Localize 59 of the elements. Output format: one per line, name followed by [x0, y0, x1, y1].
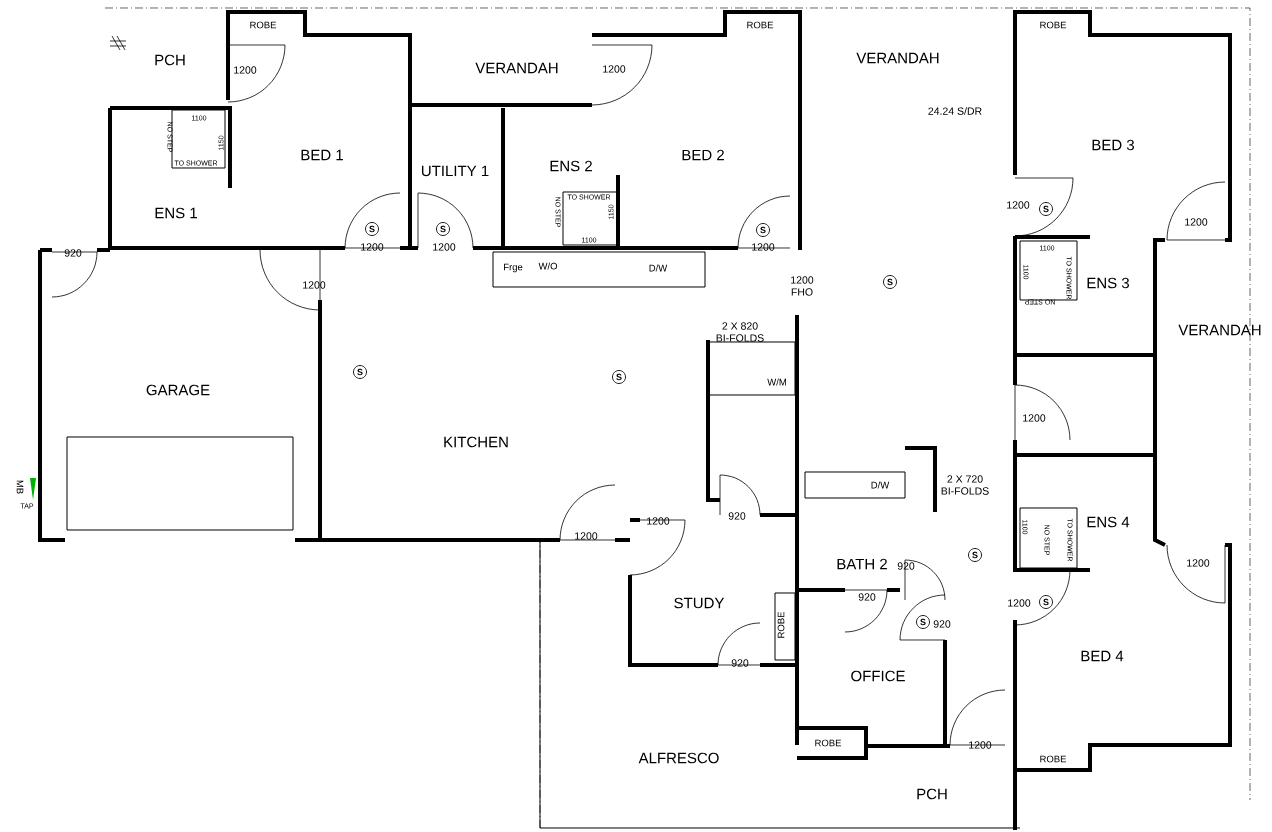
note-label: FHO	[791, 288, 813, 296]
door-width-label: 1200	[303, 281, 326, 289]
room-label: BED 2	[682, 149, 724, 161]
room-label: ROBE	[1040, 755, 1067, 763]
door-width-label: 1200	[1185, 218, 1208, 226]
door-width-label: 1200	[234, 66, 257, 74]
door-width-label: 24.24 S/DR	[928, 107, 982, 115]
appliance-label: Frge	[504, 263, 523, 273]
door-width-label: 1200	[1008, 599, 1031, 607]
room-label: BED 3	[1092, 139, 1134, 151]
door-width-label: 1200	[752, 243, 775, 251]
note-label: BI-FOLDS	[716, 334, 764, 342]
room-label: GARAGE	[146, 384, 210, 396]
door-width-label: 1200	[575, 532, 598, 540]
room-label: ROBE	[777, 611, 785, 638]
door-width-label: 1200	[603, 65, 626, 73]
room-label: ALFRESCO	[638, 752, 719, 764]
door-width-label: 1200	[791, 276, 814, 284]
door-width-label: 1200	[647, 517, 670, 525]
room-label: VERANDAH	[1178, 324, 1261, 336]
room-label: BED 1	[301, 149, 343, 161]
room-label: BATH 2	[837, 558, 887, 570]
note-label: 2 X 720	[947, 475, 983, 483]
room-label: ROBE	[1040, 21, 1067, 29]
room-label: ENS 2	[550, 160, 592, 172]
room-label: STUDY	[674, 597, 725, 609]
room-label: ENS 3	[1087, 277, 1129, 289]
room-label: VERANDAH	[475, 62, 558, 74]
appliance-label: D/W	[649, 264, 668, 272]
room-label: ROBE	[815, 739, 842, 747]
door-width-label: 920	[64, 249, 82, 257]
room-label: BED 4	[1081, 650, 1124, 662]
appliance-label: D/W	[871, 481, 890, 489]
door-width-label: 920	[728, 512, 746, 520]
room-label: UTILITY 1	[422, 165, 489, 177]
door-width-label: 1200	[361, 243, 384, 251]
door-width-label: 1200	[1007, 201, 1030, 209]
appliance-label: W/O	[538, 262, 558, 270]
service-label: MB	[16, 480, 24, 494]
room-label: VERANDAH	[856, 52, 939, 64]
room-label: ROBE	[250, 21, 277, 29]
door-width-label: 920	[897, 562, 915, 570]
door-width-label: 1200	[969, 741, 992, 749]
door-width-label: 920	[731, 659, 749, 667]
door-width-label: 1200	[433, 243, 456, 251]
note-label: 2 X 820	[722, 322, 758, 330]
door-width-label: 920	[858, 593, 876, 601]
room-label: ENS 4	[1087, 516, 1130, 528]
door-width-label: 1200	[1187, 559, 1210, 567]
room-label: PCH	[917, 788, 947, 800]
room-label: ROBE	[747, 21, 774, 29]
door-width-label: 920	[933, 620, 951, 628]
door-width-label: 1200	[1023, 414, 1046, 422]
room-label: OFFICE	[851, 670, 905, 682]
room-label: PCH	[155, 54, 185, 66]
room-label: ENS 1	[155, 207, 197, 219]
appliance-label: W/M	[767, 378, 786, 386]
room-label: KITCHEN	[444, 436, 508, 448]
note-label: BI-FOLDS	[941, 487, 989, 495]
